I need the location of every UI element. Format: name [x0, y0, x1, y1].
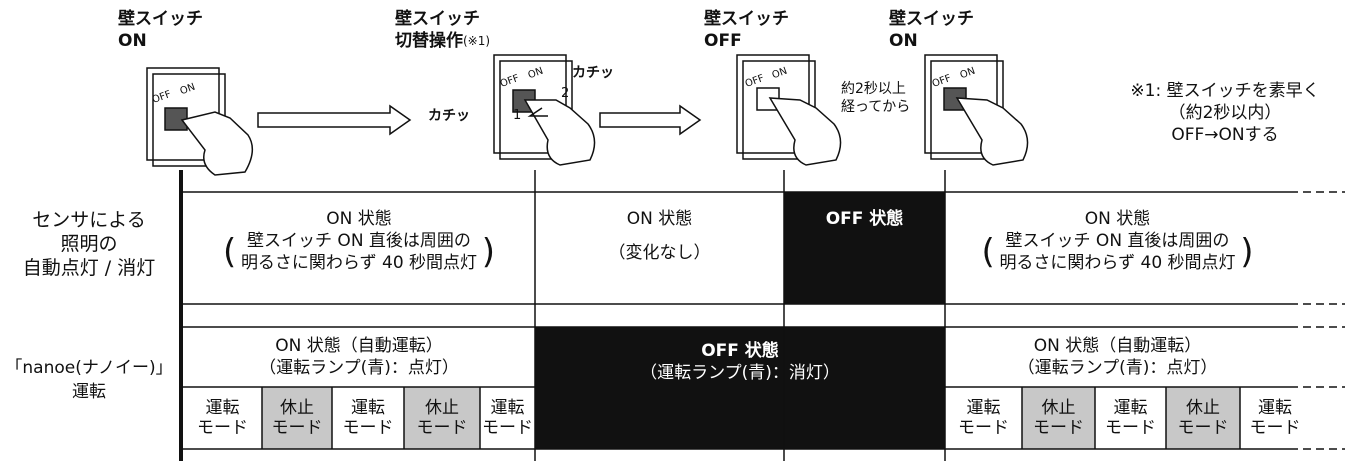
row-label-nanoe: 「nanoe(ナノイー)」 運転 [5, 358, 173, 402]
lighting-off-cell-bg [784, 192, 945, 304]
mode-cell: 運転モード [1249, 398, 1301, 438]
row-label-lighting: センサによる 照明の 自動点灯 / 消灯 [22, 209, 156, 279]
lighting-cell-2: ON 状態 （変化なし） [608, 209, 711, 263]
switch-order-1: 1 [513, 108, 522, 123]
mode-cell: 休止モード [271, 398, 323, 438]
mode-cell: 運転モード [1105, 398, 1156, 438]
hand-1 [180, 111, 254, 176]
switch-order-2: 2 [561, 86, 570, 101]
hand-3 [768, 97, 842, 166]
mode-cell: 休止モード [1033, 398, 1084, 438]
arrow-1 [257, 104, 412, 136]
mode-cell: 運転モード [342, 398, 394, 438]
click-sound-label: カチッ [428, 108, 470, 124]
rest-mode-bg [1166, 387, 1240, 449]
click-sound-label: カチッ [572, 65, 614, 81]
rest-mode-bg [262, 387, 332, 449]
rest-mode-bg [1022, 387, 1095, 449]
hand-4 [955, 97, 1029, 166]
mode-cell: 運転モード [482, 398, 533, 438]
mode-cell: 運転モード [197, 398, 248, 438]
footnote: ※1: 壁スイッチを素早く（約2秒以内）OFF→ONする [1130, 81, 1320, 145]
step-2-label: 壁スイッチ 切替操作(※1) [395, 9, 491, 51]
mode-cell: 休止モード [1177, 398, 1229, 438]
nanoe-cell-1: ON 状態（自動運転） （運転ランプ(青)：点灯） [259, 336, 459, 378]
arrow-2 [599, 104, 702, 136]
rest-mode-bg [404, 387, 480, 449]
wait-note: 約2秒以上経ってから [841, 81, 911, 115]
nanoe-cell-2: OFF 状態 （運転ランプ(青)：消灯） [640, 341, 840, 383]
mode-cell: 運転モード [958, 398, 1009, 438]
lighting-cell-3: OFF 状態 [825, 209, 904, 229]
nanoe-off-cell-bg [535, 327, 945, 449]
switch-arrow [527, 107, 548, 117]
nanoe-cell-3: ON 状態（自動運転） （運転ランプ(青)：点灯） [1017, 336, 1218, 378]
mode-cell: 休止モード [416, 398, 468, 438]
